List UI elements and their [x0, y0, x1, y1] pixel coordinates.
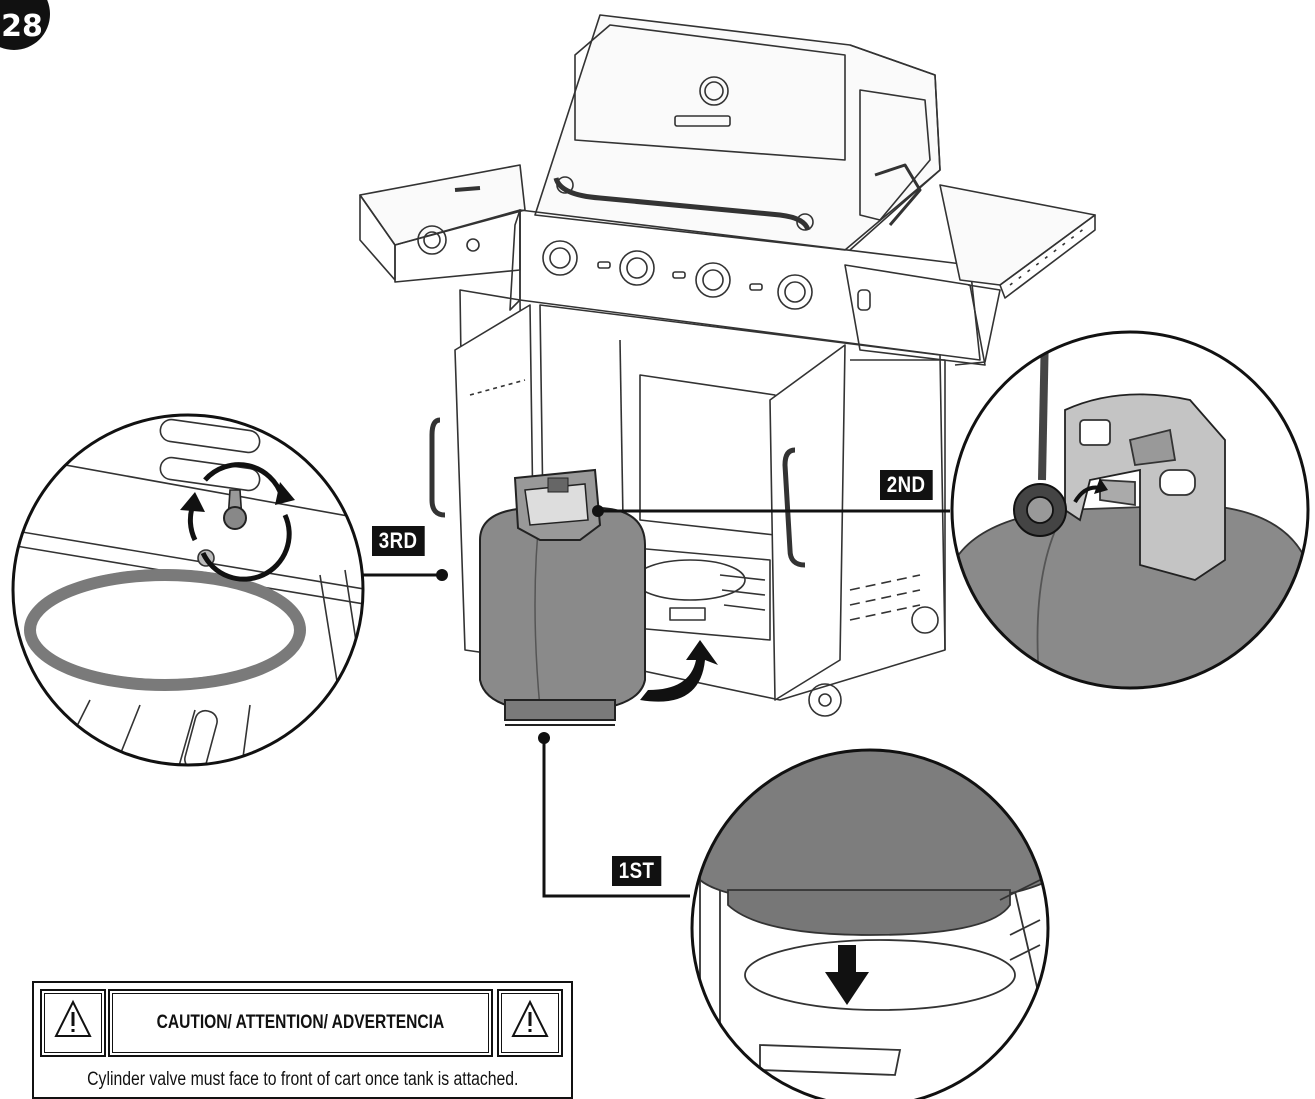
step-number-badge: 28 — [0, 0, 50, 50]
caution-note: Cylinder valve must face to front of car… — [32, 1063, 573, 1099]
caution-title-cell: CAUTION/ ATTENTION/ ADVERTENCIA — [108, 989, 493, 1057]
inset-detail-3rd — [11, 413, 365, 767]
inset-detail-1st — [690, 748, 1050, 1099]
grill-lid — [534, 14, 941, 251]
right-side-shelf — [939, 184, 1096, 299]
warning-triangle-icon — [511, 999, 549, 1037]
propane-tank — [479, 468, 646, 726]
left-side-shelf — [359, 164, 526, 283]
caution-header: CAUTION/ ATTENTION/ ADVERTENCIA — [32, 981, 573, 1065]
step-number: 28 — [1, 9, 43, 44]
leader-line-1st — [542, 738, 690, 898]
caution-note-text: Cylinder valve must face to front of car… — [86, 1069, 519, 1090]
caution-box: CAUTION/ ATTENTION/ ADVERTENCIA Cylinder… — [32, 981, 573, 1099]
caution-left-cell — [40, 989, 106, 1057]
down-arrow-icon — [825, 945, 869, 1005]
callout-label-3rd: 3RD — [372, 526, 425, 556]
inset-detail-2nd — [950, 330, 1310, 690]
callout-label-2nd: 2ND — [880, 470, 933, 500]
callout-label-1st: 1ST — [612, 856, 662, 886]
curved-arrow-icon — [640, 640, 718, 702]
caution-title: CAUTION/ ATTENTION/ ADVERTENCIA — [156, 1012, 445, 1033]
cart-body — [429, 289, 946, 717]
caution-right-cell — [497, 989, 563, 1057]
control-panel — [509, 209, 1001, 366]
warning-triangle-icon — [54, 999, 92, 1037]
